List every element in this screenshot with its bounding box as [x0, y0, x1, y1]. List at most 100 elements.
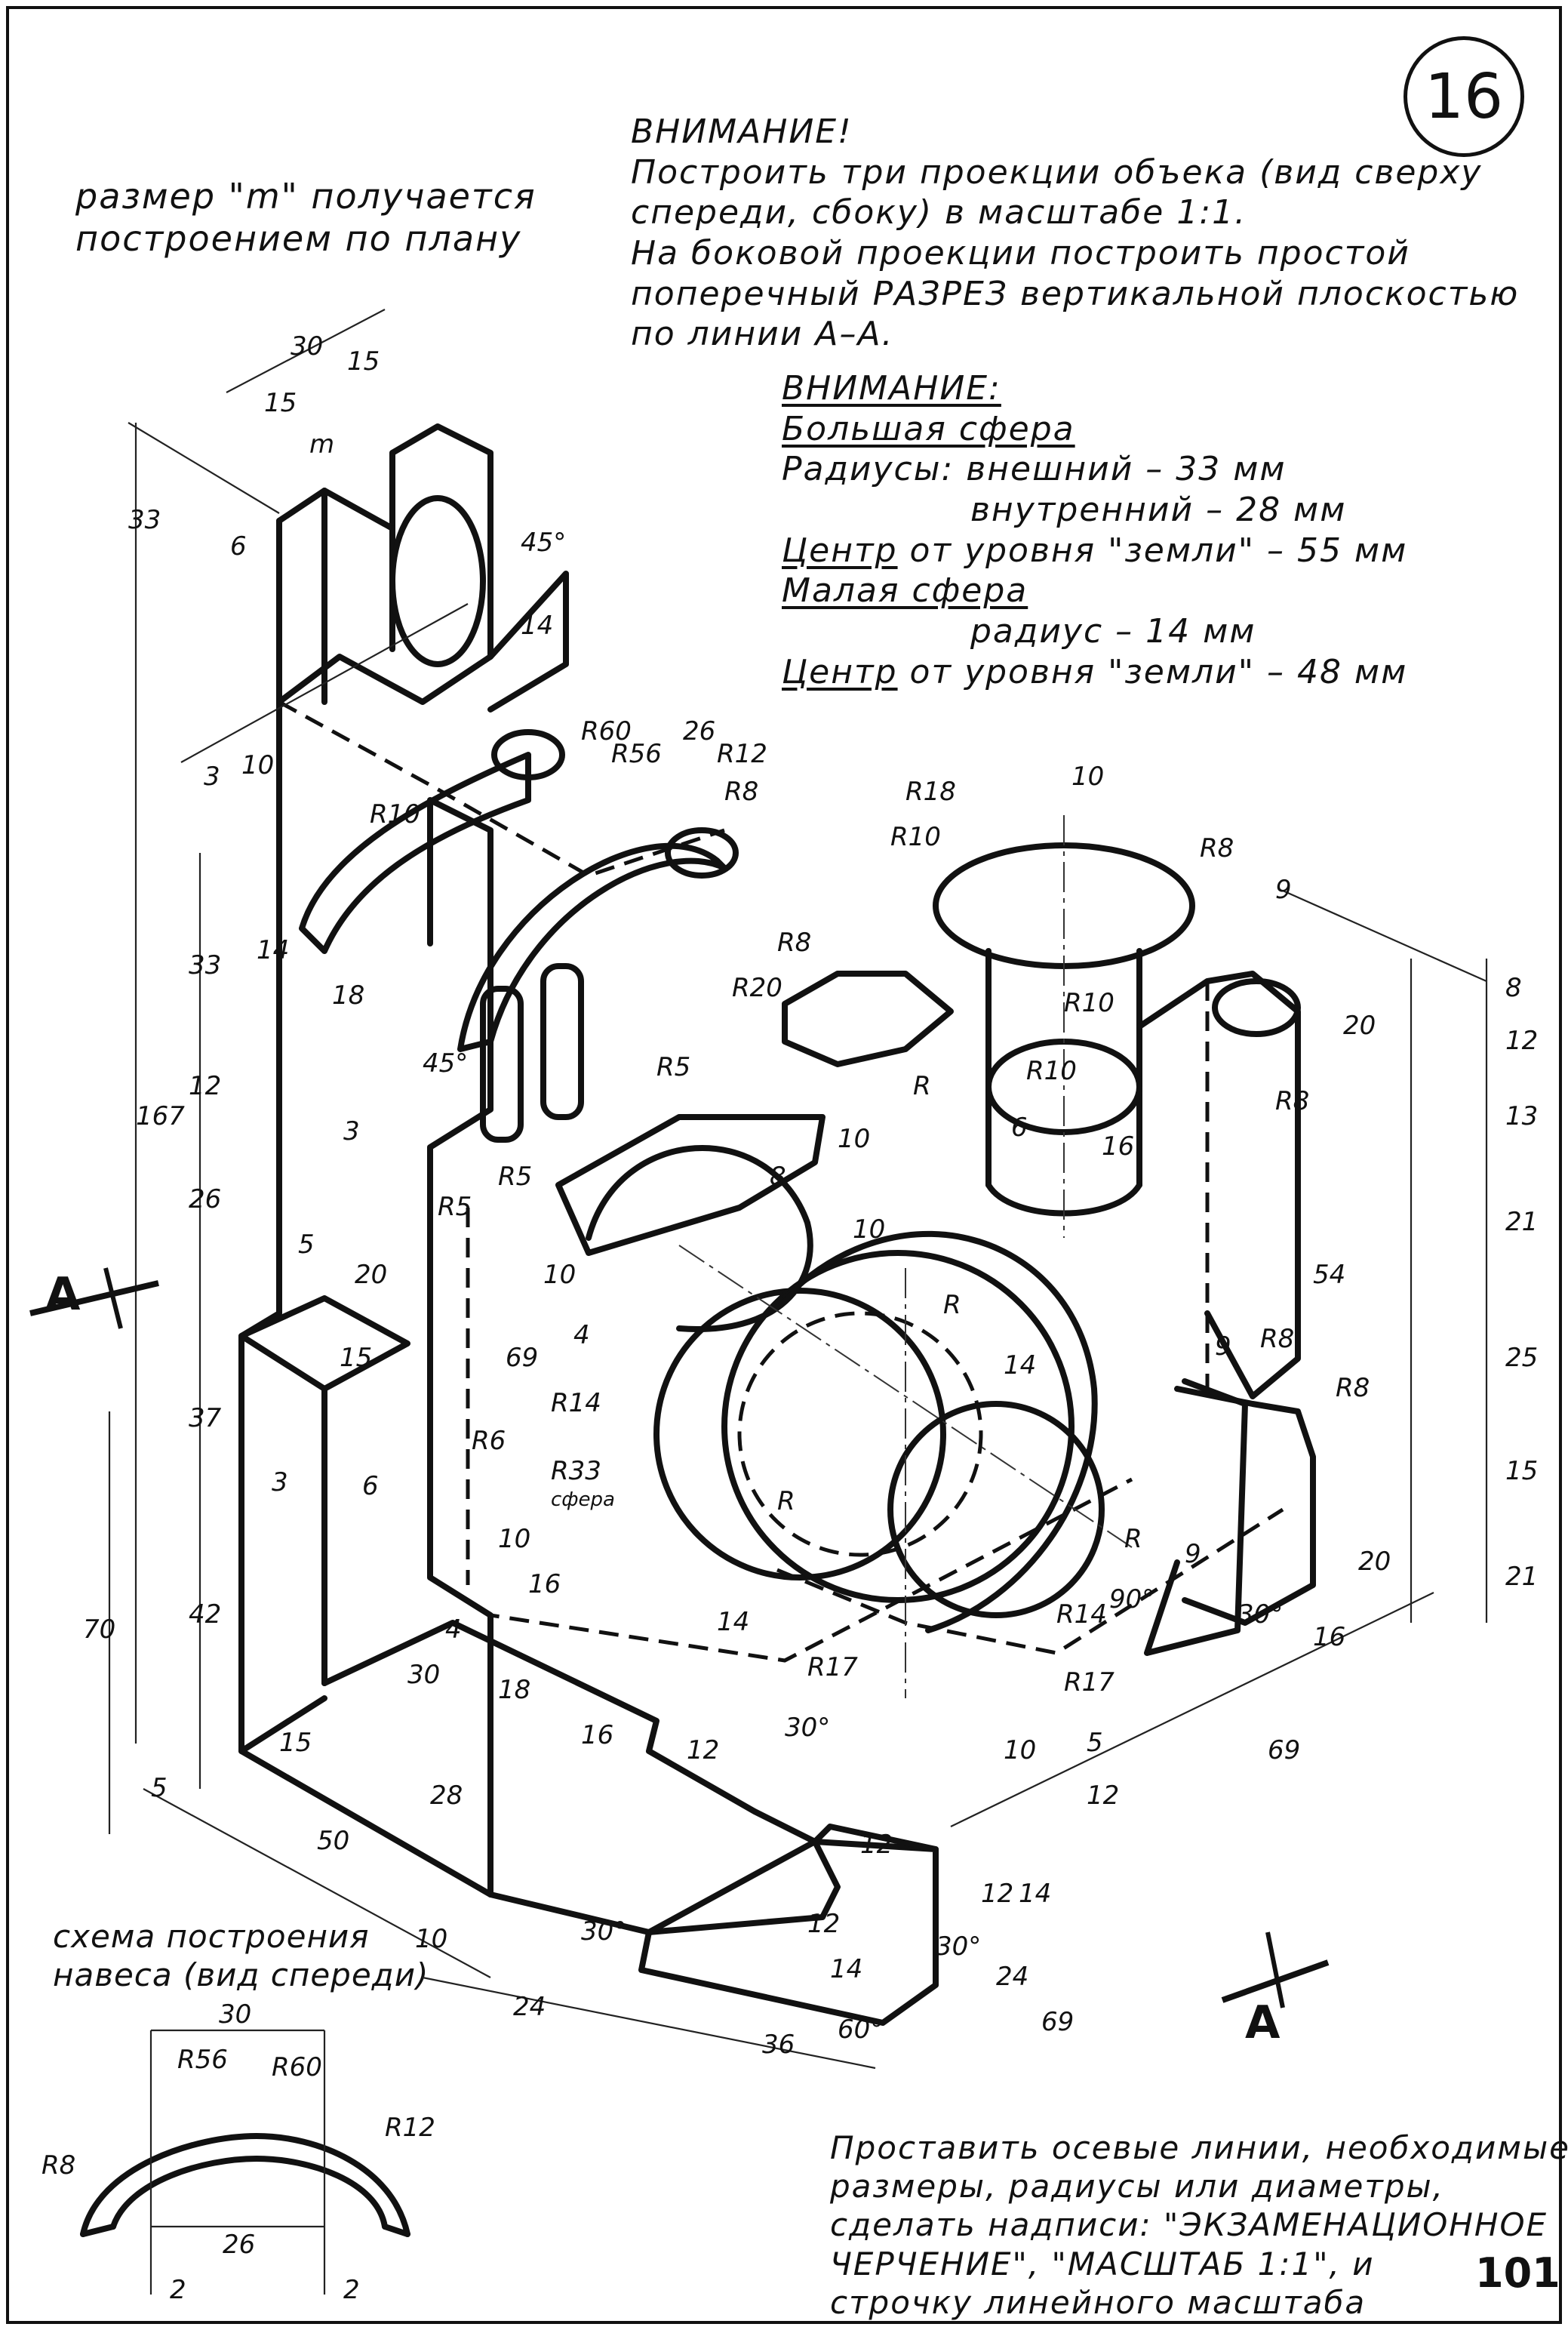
task-number-badge: 16: [1404, 36, 1524, 157]
dim-36: 36: [762, 2030, 795, 2060]
r17a: R17: [807, 1652, 858, 1682]
dim-15e: 15: [1505, 1456, 1538, 1486]
section-letter-top: А: [45, 1268, 81, 1321]
spheres-heading: ВНИМАНИЕ:: [782, 369, 1001, 408]
r5a: R5: [656, 1052, 690, 1082]
small-sphere-radius: радиус – 14 мм: [970, 612, 1256, 651]
dim-10d: 10: [415, 1924, 447, 1954]
dim-14f: 14: [1004, 1350, 1036, 1380]
dim-10h: 10: [853, 1214, 885, 1245]
dim-12b: 12: [687, 1735, 719, 1765]
canopy-arch-inner: [299, 752, 531, 954]
dim-16b: 16: [581, 1720, 613, 1750]
dim-line-top-right: [1282, 889, 1487, 983]
pillar-2: [540, 963, 584, 1120]
note-size-m-line-2: построением по плану: [75, 218, 522, 260]
dim-8: 8: [1505, 973, 1522, 1003]
dim-14b: 14: [257, 935, 289, 965]
dim-15a: 15: [264, 388, 297, 418]
r-label-4: R: [1124, 1524, 1142, 1554]
note-task-line-5: по линии А–А.: [631, 315, 894, 354]
center-axis-sphere: [678, 1245, 1133, 1548]
dim-30f: 30°: [936, 1931, 981, 1962]
scheme-2b: 2: [343, 2275, 360, 2305]
dim-69c: 69: [1041, 2007, 1074, 2037]
dim-12f: 12: [981, 1879, 1013, 1909]
instructions-line-2: размеры, радиусы или диаметры,: [830, 2168, 1444, 2205]
dim-69a: 69: [506, 1343, 538, 1373]
dim-12a: 12: [189, 1071, 221, 1101]
section-marker-top: А: [29, 1267, 159, 1329]
scheme-arch-outer: [80, 2133, 410, 2237]
dim-15b: 15: [347, 346, 380, 377]
hidden-edges-1: [278, 700, 725, 878]
note-spheres: ВНИМАНИЕ: Большая сфера Радиусы: внешний…: [782, 368, 1407, 692]
r10c: R10: [1064, 988, 1115, 1018]
r14b: R14: [1056, 1599, 1107, 1630]
scheme-r56: R56: [177, 2045, 228, 2075]
note-instructions: Проставить осевые линии, необходимые раз…: [830, 2128, 1568, 2322]
big-sphere-center-word: Центр: [782, 531, 898, 570]
dim-70: 70: [83, 1614, 115, 1645]
scheme-caption-line-1: схема построения: [53, 1918, 370, 1955]
r8f: R8: [1336, 1373, 1370, 1403]
canopy-end-cap-2: [665, 827, 739, 879]
dim-10b: 10: [498, 1524, 530, 1554]
scheme-30: 30: [219, 1999, 251, 2030]
dim-line-33: [128, 422, 280, 514]
small-sphere-title: Малая сфера: [782, 571, 1028, 611]
dim-21a: 21: [1505, 1207, 1538, 1237]
scheme-end-right: [382, 2224, 410, 2237]
dim-30d: 30°: [1237, 1599, 1283, 1630]
r-label-2: R: [943, 1290, 961, 1320]
r20: R20: [732, 973, 782, 1003]
r18: R18: [905, 777, 956, 807]
r8d: R8: [1275, 1086, 1309, 1116]
scheme-2a: 2: [170, 2275, 186, 2305]
dim-45a: 45°: [521, 528, 566, 558]
r5c: R5: [438, 1192, 472, 1222]
r8e: R8: [1260, 1324, 1294, 1354]
dim-30e: 30°: [785, 1713, 830, 1743]
dim-24b: 24: [996, 1962, 1028, 1992]
dim-12d: 12: [1087, 1781, 1119, 1811]
dim-line-69-bottom: [950, 1592, 1434, 1827]
dim-69b: 69: [1268, 1735, 1300, 1765]
note-size-m-line-1: размер "m" получается: [75, 176, 537, 217]
dim-37: 37: [189, 1403, 222, 1433]
lower-block-base: [238, 1695, 327, 1754]
r-label-1: R: [913, 1071, 931, 1101]
half-ring: [586, 1144, 813, 1332]
right-lug-lower: [1174, 1386, 1316, 1626]
dim-167: 167: [136, 1101, 185, 1131]
dim-line-30: [226, 309, 386, 393]
section-marker-bottom: А: [1221, 1931, 1330, 2049]
dim-16d: 16: [1313, 1622, 1345, 1652]
scheme-r8: R8: [42, 2150, 75, 2181]
dim-3a: 3: [204, 762, 220, 792]
scheme-26: 26: [223, 2230, 255, 2260]
left-boss: [782, 971, 954, 1067]
sphere-cut-ring: [782, 1231, 1098, 1633]
r6: R6: [472, 1426, 506, 1456]
dim-26: 26: [683, 716, 715, 746]
r5b: R5: [498, 1162, 532, 1192]
dim-line-50: [143, 1788, 491, 1978]
scheme-r12: R12: [385, 2113, 435, 2143]
right-tab: [1144, 1378, 1248, 1656]
dim-20a: 20: [355, 1260, 387, 1290]
instructions-line-5: строчку линейного масштаба: [830, 2283, 1367, 2321]
dim-20b: 20: [1343, 1011, 1376, 1041]
note-task-line-2: спереди, сбоку) в масштабе 1:1.: [631, 193, 1247, 232]
dim-4a: 4: [445, 1614, 462, 1645]
lug-end-top: [1212, 978, 1301, 1037]
dim-14a: 14: [521, 611, 553, 641]
sphere-label: сфера: [551, 1488, 615, 1511]
r56: R56: [611, 739, 662, 769]
canopy-end-cap: [491, 729, 565, 780]
dim-m: m: [309, 429, 334, 460]
r12: R12: [717, 739, 767, 769]
big-sphere-outer: [653, 1288, 946, 1581]
base-prism-top: [812, 1824, 939, 1852]
